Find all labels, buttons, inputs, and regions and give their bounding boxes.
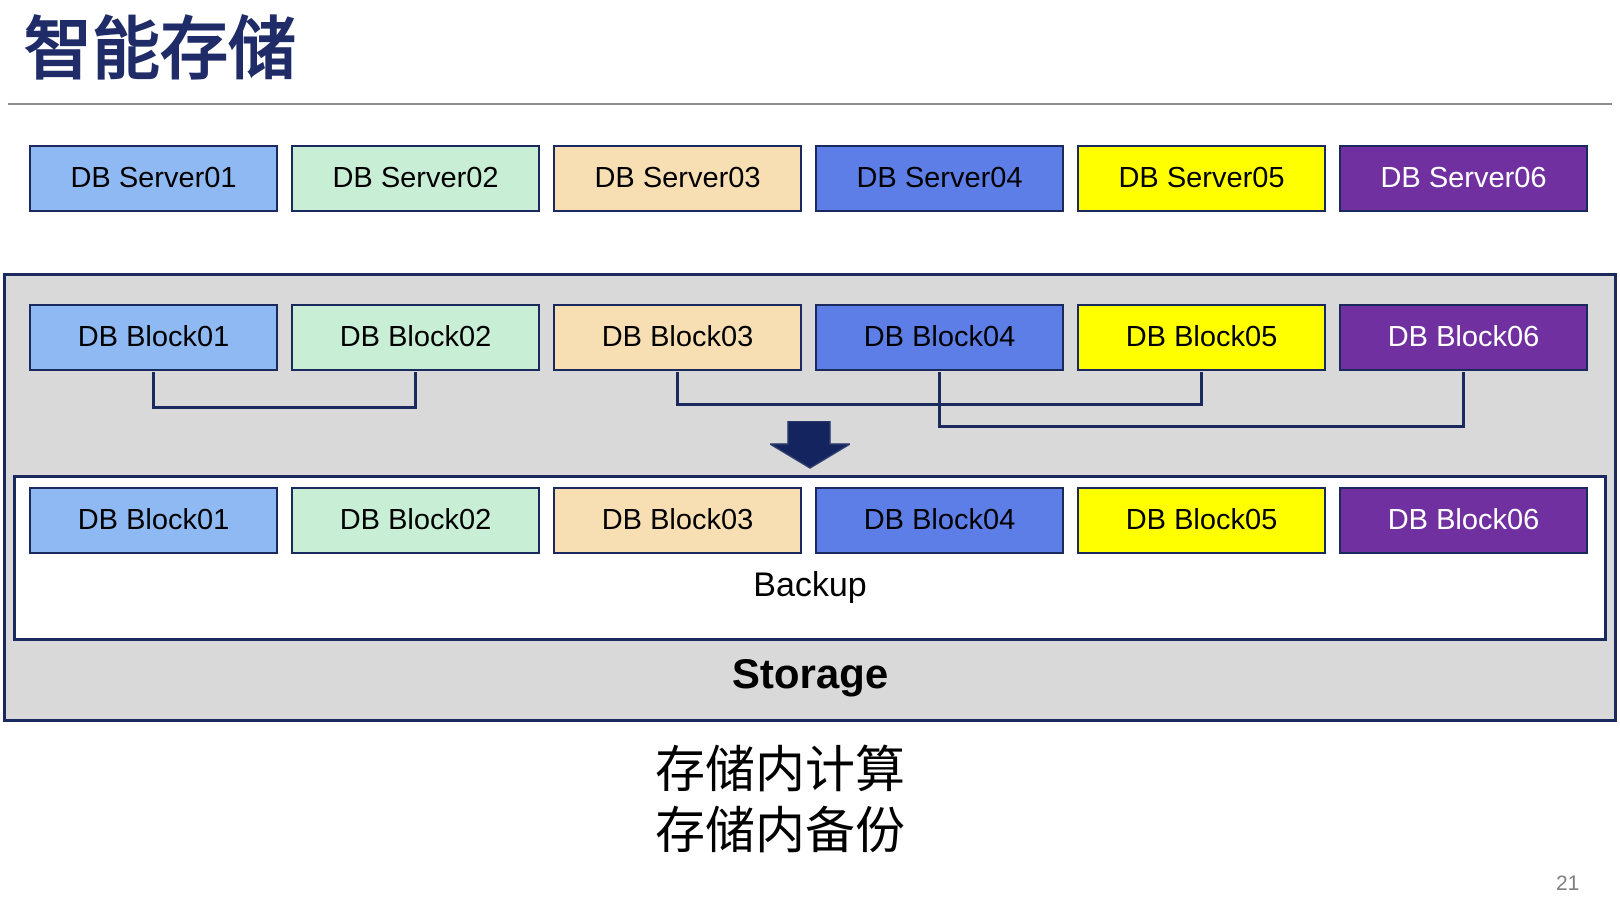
db-server04-box: DB Server04	[815, 145, 1064, 212]
db-block-backup-row: DB Block01 DB Block02 DB Block03 DB Bloc…	[29, 487, 1588, 554]
caption: 存储内计算 存储内备份	[655, 740, 905, 862]
connector-block02-vertical	[414, 372, 417, 409]
storage-label: Storage	[731, 650, 889, 697]
db-block-backup-05-box: DB Block05	[1077, 487, 1326, 554]
down-arrow-icon	[770, 421, 850, 469]
connector-block01-block02-horizontal	[152, 406, 417, 409]
page-title: 智能存储	[24, 12, 297, 88]
db-block-backup-06-box: DB Block06	[1339, 487, 1588, 554]
db-block-top-03-box: DB Block03	[553, 304, 802, 371]
db-block-top-row: DB Block01 DB Block02 DB Block03 DB Bloc…	[29, 304, 1588, 371]
connector-block04-block06-horizontal	[938, 425, 1465, 428]
db-block-top-05-box: DB Block05	[1077, 304, 1326, 371]
db-server06-box: DB Server06	[1339, 145, 1588, 212]
title-divider	[8, 103, 1612, 105]
db-block-backup-02-box: DB Block02	[291, 487, 540, 554]
db-block-backup-01-box: DB Block01	[29, 487, 278, 554]
backup-label: Backup	[753, 566, 867, 604]
connector-block01-vertical	[152, 372, 155, 409]
db-block-top-01-box: DB Block01	[29, 304, 278, 371]
connector-block04-vertical	[938, 372, 941, 428]
page-number: 21	[1556, 872, 1580, 895]
db-block-top-06-box: DB Block06	[1339, 304, 1588, 371]
db-server03-box: DB Server03	[553, 145, 802, 212]
db-block-top-04-box: DB Block04	[815, 304, 1064, 371]
db-server01-box: DB Server01	[29, 145, 278, 212]
db-block-top-02-box: DB Block02	[291, 304, 540, 371]
connector-block06-vertical	[1462, 372, 1465, 428]
db-server-row: DB Server01 DB Server02 DB Server03 DB S…	[29, 145, 1588, 212]
caption-backup-in-storage: 存储内备份	[655, 803, 905, 859]
db-block-backup-03-box: DB Block03	[553, 487, 802, 554]
db-block-backup-04-box: DB Block04	[815, 487, 1064, 554]
caption-compute-in-storage: 存储内计算	[655, 742, 905, 798]
db-server05-box: DB Server05	[1077, 145, 1326, 212]
connector-block03-vertical	[676, 372, 679, 406]
connector-block05-vertical	[1200, 372, 1203, 406]
db-server02-box: DB Server02	[291, 145, 540, 212]
